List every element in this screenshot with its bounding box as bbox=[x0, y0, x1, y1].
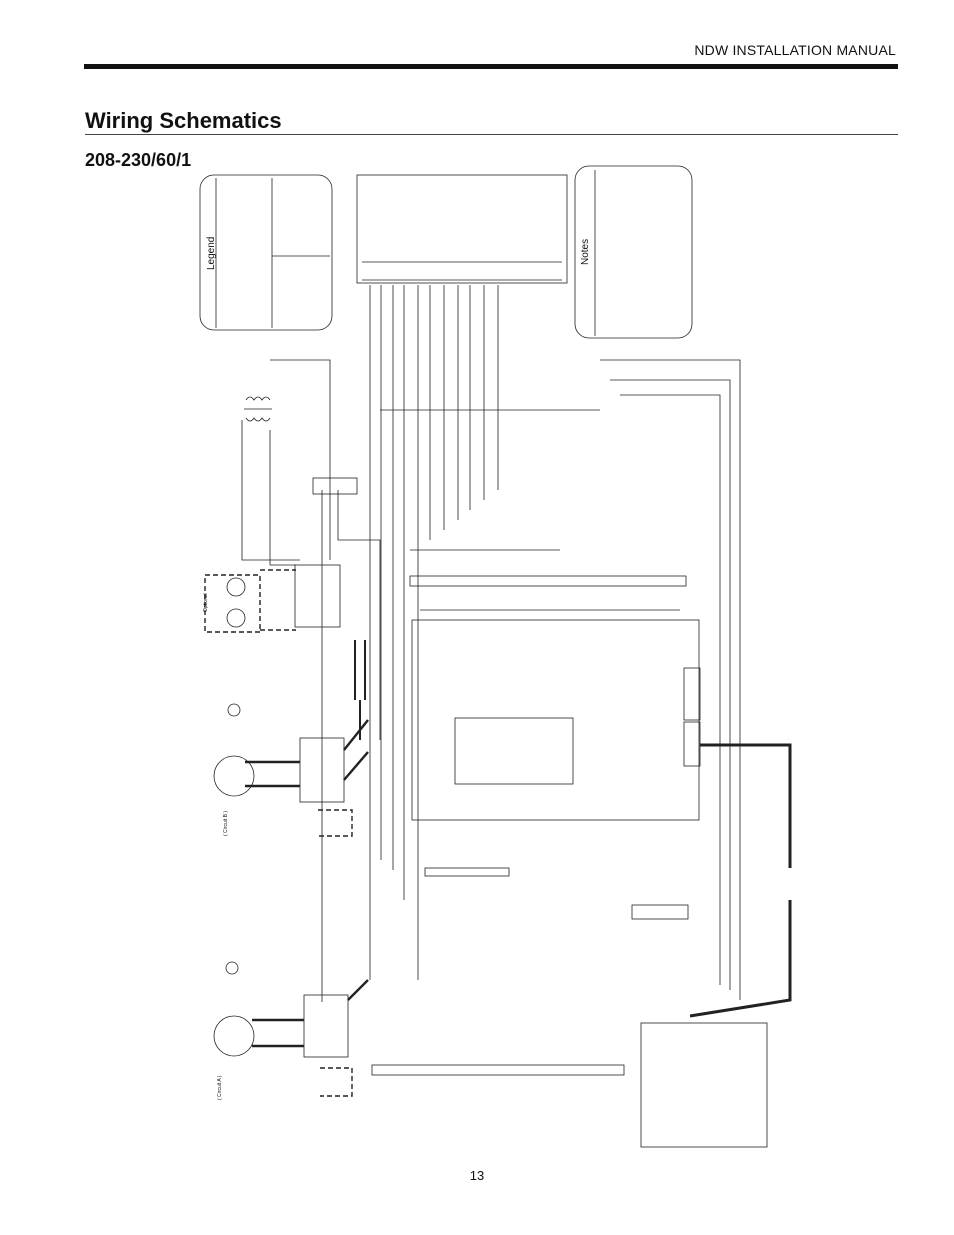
legend-box bbox=[199, 174, 333, 331]
legend-label: Legend bbox=[206, 236, 217, 270]
top-terminal-board bbox=[356, 174, 568, 284]
page-title: Wiring Schematics bbox=[85, 108, 282, 133]
compressor-a bbox=[213, 1015, 255, 1057]
bus-connector bbox=[312, 477, 358, 495]
header-rule bbox=[84, 64, 898, 69]
page-number: 13 bbox=[469, 1168, 485, 1183]
circuit-b-label: ( Circuit B ) bbox=[223, 811, 229, 836]
notes-box bbox=[574, 165, 693, 339]
transformer bbox=[245, 396, 271, 422]
compressor-b bbox=[213, 755, 255, 797]
optional-label: Optional bbox=[203, 593, 209, 612]
voltage-subtitle: 208-230/60/1 bbox=[85, 150, 192, 170]
contactor-circuit-a bbox=[303, 994, 349, 1058]
circuit-a-label: ( Circuit A ) bbox=[217, 1075, 223, 1100]
notes-label: Notes bbox=[580, 238, 591, 265]
title-rule bbox=[85, 134, 898, 135]
manual-title: NDW INSTALLATION MANUAL bbox=[694, 42, 896, 58]
contactor-optional bbox=[294, 564, 341, 628]
expansion-board bbox=[640, 1022, 768, 1148]
